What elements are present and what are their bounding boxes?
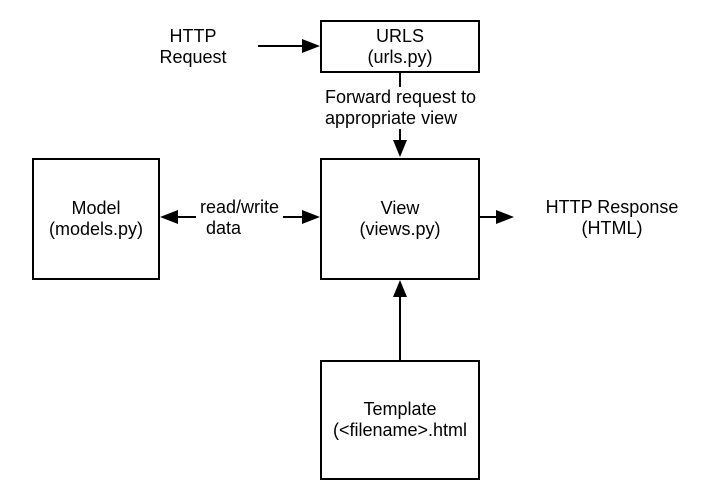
arrowhead-right-icon: [496, 210, 514, 224]
model-box-subtitle: (models.py): [48, 219, 144, 239]
http-request-label-line1: HTTP: [169, 26, 217, 46]
read-write-data-label-line2: data: [206, 218, 242, 238]
forward-request-label: Forward request to appropriate view: [322, 87, 480, 129]
http-response-label: HTTP Response (HTML): [530, 197, 694, 239]
view-box-title: View: [380, 198, 420, 218]
forward-request-label-line1: Forward request to: [325, 87, 477, 107]
urls-box: URLS (urls.py): [320, 20, 480, 73]
template-box-subtitle: (<filename>.html: [332, 420, 468, 440]
read-write-data-label: read/write data: [196, 197, 284, 239]
urls-box-subtitle: (urls.py): [367, 46, 433, 67]
http-response-label-line1: HTTP Response: [545, 197, 679, 217]
view-box-subtitle: (views.py): [359, 219, 441, 239]
arrowhead-up-icon: [393, 280, 407, 297]
model-box-title: Model: [71, 198, 121, 218]
arrow-request-to-urls-line: [258, 45, 304, 47]
read-write-data-label-line1: read/write: [200, 197, 280, 217]
arrow-template-to-view-line: [399, 295, 401, 360]
model-box: Model (models.py): [32, 158, 160, 280]
http-request-label: HTTP Request: [143, 26, 243, 68]
template-box-title: Template: [363, 399, 437, 419]
arrowhead-right-icon: [302, 210, 320, 224]
http-request-label-line2: Request: [159, 47, 227, 67]
arrowhead-down-icon: [393, 140, 407, 157]
view-box: View (views.py): [320, 158, 480, 280]
urls-box-title: URLS: [375, 25, 424, 46]
arrow-view-to-response-line: [480, 216, 498, 218]
template-box: Template (<filename>.html: [320, 360, 480, 480]
arrowhead-left-icon: [160, 210, 178, 224]
forward-request-label-line2: appropriate view: [325, 108, 458, 128]
http-response-label-line2: (HTML): [581, 218, 643, 238]
arrowhead-right-icon: [302, 39, 320, 53]
